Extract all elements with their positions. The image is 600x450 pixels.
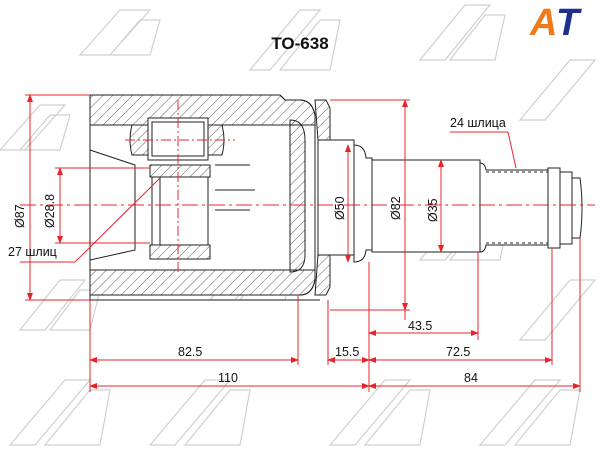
label-110: 110 xyxy=(218,371,238,385)
logo-letter-a: A xyxy=(530,2,558,44)
tripod-roller xyxy=(129,117,255,260)
label-84: 84 xyxy=(464,371,478,385)
label-d82: Ø82 xyxy=(389,196,403,220)
dimension-lines xyxy=(20,94,581,392)
label-72-5: 72.5 xyxy=(446,345,470,359)
label-15-5: 15.5 xyxy=(335,345,359,359)
brand-logo: A T xyxy=(530,4,594,44)
label-24-splines: 24 шлица xyxy=(450,116,506,130)
output-shaft xyxy=(353,144,583,263)
label-43-5: 43.5 xyxy=(408,319,432,333)
label-27-splines: 27 шлиц xyxy=(8,245,57,259)
logo-letter-t: T xyxy=(556,2,580,44)
label-d87: Ø87 xyxy=(13,204,27,228)
label-d35: Ø35 xyxy=(426,198,440,222)
part-number-title: TO-638 xyxy=(271,34,329,53)
label-82-5: 82.5 xyxy=(178,345,202,359)
label-d50: Ø50 xyxy=(333,196,347,220)
label-d28-8: Ø28.8 xyxy=(43,194,57,228)
